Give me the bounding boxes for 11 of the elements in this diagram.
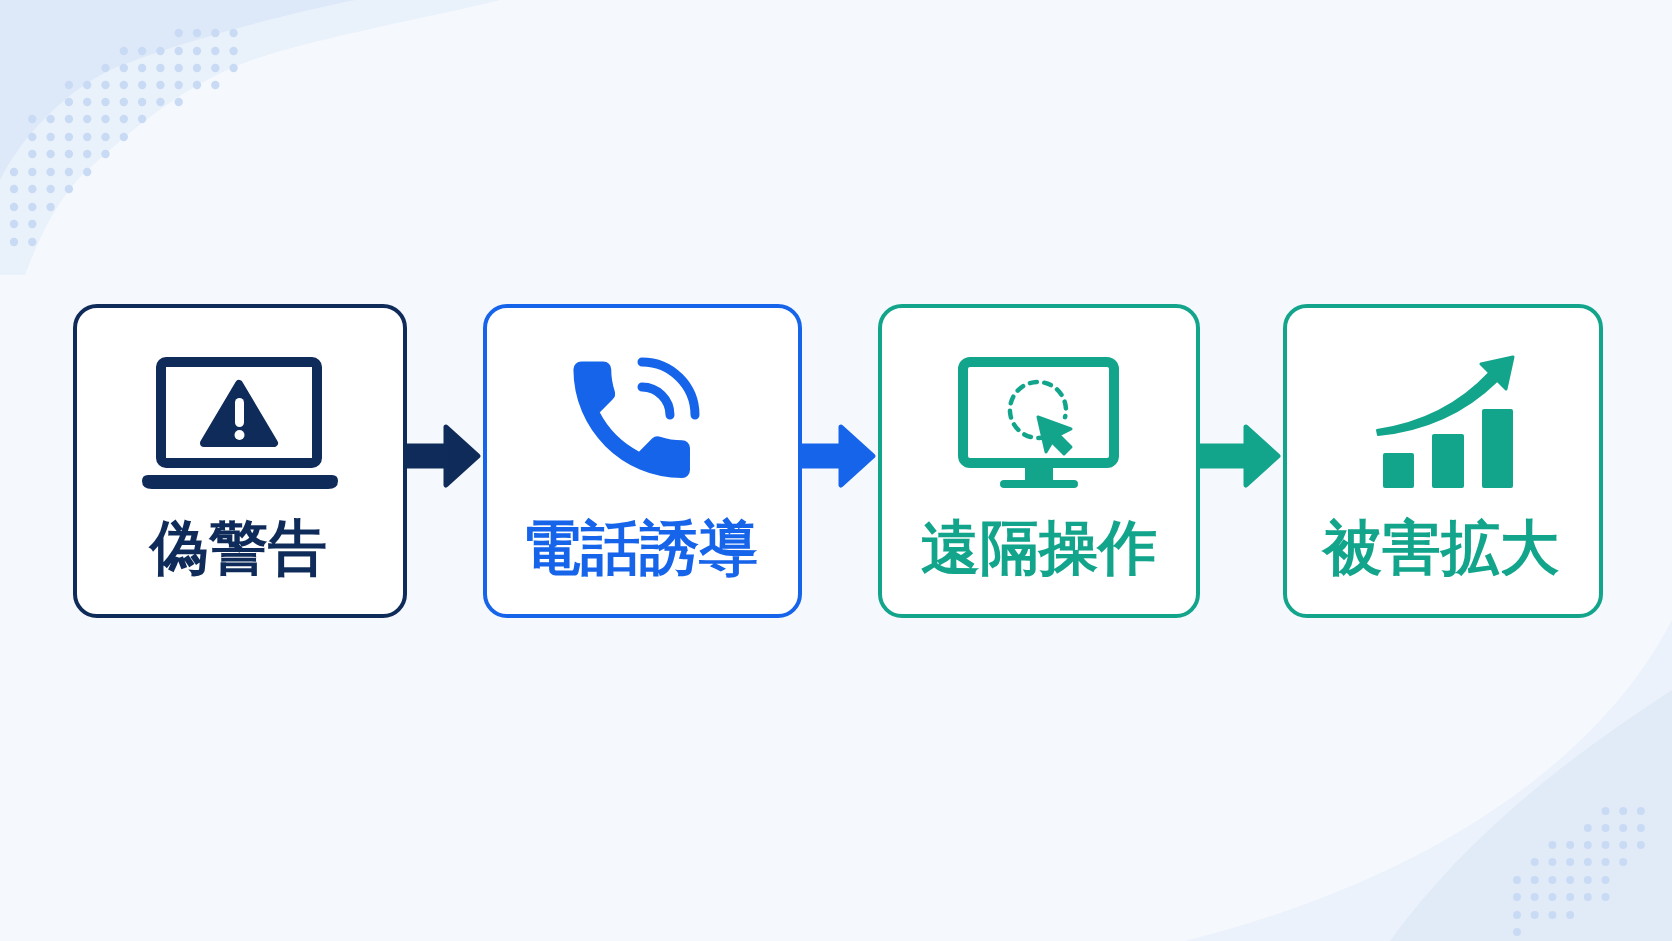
arrow [407, 424, 481, 488]
arrow [802, 424, 876, 488]
step-label: 偽警告 [149, 518, 327, 577]
process-box [1283, 304, 1603, 618]
process-box [878, 304, 1200, 618]
arrow [1200, 424, 1281, 488]
step-label: 遠隔操作 [921, 518, 1157, 577]
process-box [73, 304, 407, 618]
step-label: 被害拡大 [1323, 518, 1559, 577]
process-box [483, 304, 802, 618]
step-label: 電話誘導 [522, 518, 758, 577]
